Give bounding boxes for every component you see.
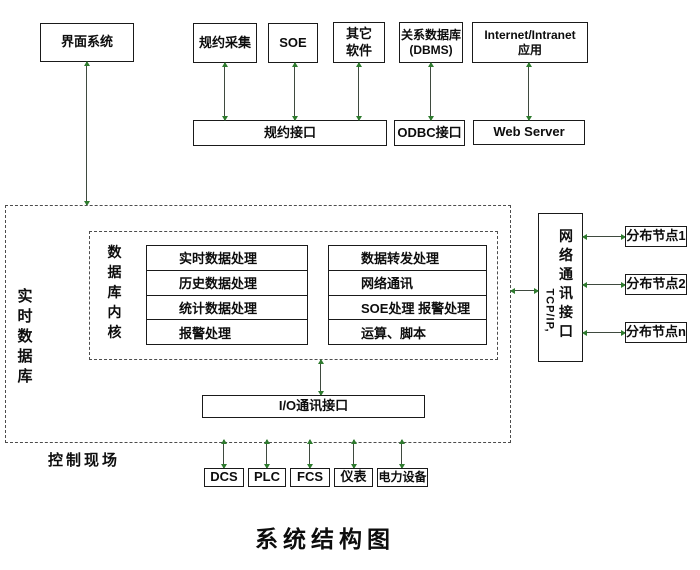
- connector-power-equipment: [398, 439, 405, 469]
- box-odbc-interface-label: ODBC接口: [397, 124, 462, 140]
- connector-rdbms-odbc: [427, 62, 434, 121]
- box-ui-system: 界面系统: [40, 23, 134, 62]
- connector-dcs: [220, 439, 227, 469]
- connector-fcs: [306, 439, 313, 469]
- module-soe-alarm-label: SOE处理 报警处理: [361, 300, 471, 316]
- box-internet-app: Internet/Intranet 应用: [472, 22, 588, 63]
- module-data-forward-label: 数据转发处理: [361, 251, 440, 267]
- connector-plc: [263, 439, 270, 469]
- connector-db-to-network: [510, 287, 539, 294]
- box-protocol-collect: 规约采集: [193, 23, 257, 63]
- module-stat-data: 统计数据处理: [147, 294, 307, 320]
- module-alarm: 报警处理: [147, 319, 307, 344]
- box-fcs-label: FCS: [297, 469, 323, 485]
- module-soe-alarm: SOE处理 报警处理: [329, 294, 486, 320]
- tcpip-label: TCP/IP,: [543, 288, 556, 333]
- box-io-interface-label: I/O通讯接口: [278, 398, 349, 414]
- diagram-title: 系统结构图: [255, 527, 395, 552]
- box-distributed-node-2-label: 分布节点2: [626, 276, 686, 292]
- module-net-comm-label: 网络通讯: [361, 276, 414, 292]
- database-kernel-container: [89, 231, 498, 360]
- connector-kernel-to-io: [317, 359, 324, 396]
- connector-node2: [582, 281, 626, 288]
- module-data-forward: 数据转发处理: [329, 246, 486, 270]
- box-odbc-interface: ODBC接口: [394, 120, 465, 146]
- box-soe-label: SOE: [279, 34, 307, 50]
- module-alarm-label: 报警处理: [179, 325, 232, 341]
- box-rdbms: 关系数据库 (DBMS): [399, 22, 463, 63]
- box-protocol-collect-label: 规约采集: [198, 34, 251, 50]
- kernel-left-module-column: 实时数据处理 历史数据处理 统计数据处理 报警处理: [146, 245, 308, 345]
- box-instrument-label: 仪表: [340, 469, 367, 485]
- box-other-software: 其它 软件: [333, 22, 385, 63]
- box-distributed-node-n: 分布节点n: [625, 322, 687, 343]
- connector-node1: [582, 233, 626, 240]
- box-ui-system-label: 界面系统: [60, 34, 113, 50]
- module-script: 运算、脚本: [329, 319, 486, 344]
- database-kernel-label: 数据库内核: [107, 244, 122, 340]
- control-field-label: 控制现场: [48, 452, 121, 469]
- box-other-software-line1: 其它: [345, 26, 372, 42]
- box-internet-app-line2: 应用: [517, 42, 542, 57]
- box-dcs: DCS: [204, 468, 244, 487]
- box-dcs-label: DCS: [210, 469, 238, 485]
- connector-protocol-collect: [221, 62, 228, 121]
- box-internet-app-line1: Internet/Intranet: [484, 27, 576, 42]
- box-web-server: Web Server: [473, 120, 585, 145]
- box-soe: SOE: [268, 23, 318, 63]
- box-io-interface: I/O通讯接口: [202, 395, 425, 418]
- box-distributed-node-2: 分布节点2: [625, 274, 687, 295]
- box-protocol-interface: 规约接口: [193, 120, 387, 146]
- kernel-right-module-column: 数据转发处理 网络通讯 SOE处理 报警处理 运算、脚本: [328, 245, 487, 345]
- box-web-server-label: Web Server: [493, 124, 565, 140]
- module-realtime-data: 实时数据处理: [147, 246, 307, 270]
- box-fcs: FCS: [290, 468, 330, 487]
- connector-internet-webserver: [525, 62, 532, 121]
- box-power-equipment-label: 电力设备: [378, 470, 427, 484]
- box-plc: PLC: [248, 468, 286, 487]
- connector-noden: [582, 329, 626, 336]
- box-protocol-interface-label: 规约接口: [263, 124, 316, 140]
- module-script-label: 运算、脚本: [361, 325, 427, 341]
- connector-instrument: [350, 439, 357, 469]
- box-power-equipment: 电力设备: [377, 468, 428, 487]
- realtime-database-container: [5, 205, 511, 443]
- module-history-data-label: 历史数据处理: [179, 276, 258, 292]
- module-history-data: 历史数据处理: [147, 269, 307, 295]
- box-network-interface: [538, 213, 583, 362]
- box-other-software-line2: 软件: [345, 42, 372, 58]
- box-distributed-node-n-label: 分布节点n: [626, 324, 686, 340]
- box-plc-label: PLC: [254, 469, 280, 485]
- box-distributed-node-1-label: 分布节点1: [626, 228, 686, 244]
- box-instrument: 仪表: [334, 468, 373, 487]
- box-rdbms-line1: 关系数据库: [400, 27, 461, 42]
- connector-other-software: [355, 62, 362, 121]
- module-stat-data-label: 统计数据处理: [179, 300, 258, 316]
- module-realtime-data-label: 实时数据处理: [179, 251, 258, 267]
- module-net-comm: 网络通讯: [329, 269, 486, 295]
- connector-soe: [291, 62, 298, 121]
- box-network-interface-label: 网络通讯接口: [559, 228, 573, 339]
- box-rdbms-line2: (DBMS): [409, 42, 453, 57]
- box-distributed-node-1: 分布节点1: [625, 226, 687, 247]
- connector-ui-system-to-db: [83, 61, 90, 206]
- realtime-database-label: 实时数据库: [17, 288, 33, 385]
